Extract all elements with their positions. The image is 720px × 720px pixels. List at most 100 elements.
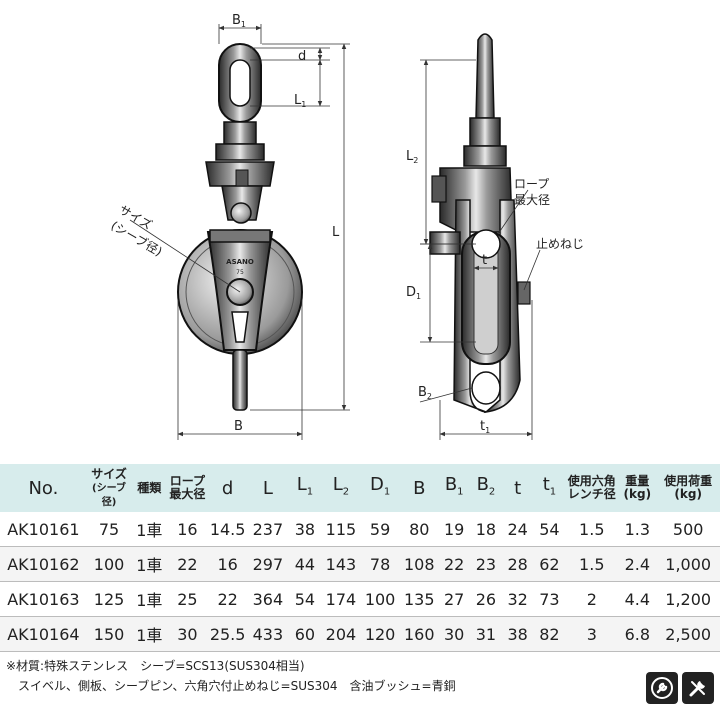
dim-b2: B2 (418, 385, 432, 401)
dim-b1: B1 (232, 13, 246, 29)
cell-weight: 6.8 (618, 616, 657, 652)
dim-d: d (298, 49, 306, 64)
side-dimensions (419, 59, 541, 440)
cell-d: 25.5 (207, 616, 248, 652)
cell-weight: 4.4 (618, 581, 657, 617)
side-view (429, 33, 531, 414)
dim-d1: D1 (406, 285, 421, 301)
cell-size: 75 (86, 512, 132, 547)
dim-t1: t1 (480, 419, 490, 435)
cell-size: 150 (86, 616, 132, 652)
cell-no: AK10164 (0, 616, 87, 652)
cell-l2: 204 (321, 616, 360, 652)
cell-t: 32 (501, 581, 534, 617)
cell-b1: 22 (438, 546, 471, 582)
cell-weight: 2.4 (618, 546, 657, 582)
cell-d1: 100 (359, 581, 401, 617)
cell-l2: 115 (321, 512, 360, 547)
cell-hex: 3 (565, 616, 619, 652)
cell-b: 160 (400, 616, 439, 652)
col-no: No. (0, 464, 87, 512)
cell-type: 1車 (131, 616, 168, 652)
cell-d: 16 (207, 546, 248, 582)
cell-load: 500 (656, 512, 720, 547)
cell-b1: 19 (438, 512, 471, 547)
cell-rope: 25 (167, 581, 208, 617)
front-dimensions (129, 24, 350, 440)
cell-b: 108 (400, 546, 439, 582)
col-t: t (501, 464, 534, 512)
cell-l: 364 (247, 581, 288, 617)
icon-group (646, 672, 714, 704)
cell-t: 24 (501, 512, 534, 547)
cell-hex: 2 (565, 581, 619, 617)
cell-rope: 16 (167, 512, 208, 547)
col-d: d (207, 464, 248, 512)
col-l2: L2 (321, 464, 360, 512)
table-header-row: No. サイズ(シーブ径) 種類 ロープ最大径 d L L1 L2 D1 B B… (0, 464, 720, 512)
cell-l: 297 (247, 546, 288, 582)
dim-l: L (332, 225, 340, 240)
cell-rope: 30 (167, 616, 208, 652)
cell-no: AK10161 (0, 512, 87, 547)
cell-l1: 44 (287, 546, 322, 582)
cell-b2: 18 (470, 512, 502, 547)
cell-d1: 59 (359, 512, 401, 547)
brand-mark: ASANO (226, 258, 254, 266)
col-hex: 使用六角レンチ径 (565, 464, 619, 512)
col-l: L (247, 464, 288, 512)
material-note-line2: スイベル、側板、シーブピン、六角穴付止めねじ=SUS304 含油ブッシュ=青銅 (18, 679, 456, 693)
dim-l1: L1 (294, 93, 306, 109)
cell-load: 1,200 (656, 581, 720, 617)
cell-t1: 62 (533, 546, 566, 582)
cell-b2: 23 (470, 546, 502, 582)
col-size: サイズ(シーブ径) (86, 464, 132, 512)
cell-load: 1,000 (656, 546, 720, 582)
dim-t: t (482, 253, 487, 268)
col-type: 種類 (131, 464, 168, 512)
cell-b1: 27 (438, 581, 471, 617)
col-d1: D1 (359, 464, 401, 512)
cell-t1: 54 (533, 512, 566, 547)
spec-table: No. サイズ(シーブ径) 種類 ロープ最大径 d L L1 L2 D1 B B… (0, 464, 720, 652)
cell-l1: 60 (287, 616, 322, 652)
col-t1: t1 (533, 464, 566, 512)
cell-type: 1車 (131, 546, 168, 582)
technical-drawing: ASANO 75 B1 d L1 L B サイズ (シーブ径) (109, 13, 584, 440)
cell-b: 80 (400, 512, 439, 547)
size-mark: 75 (236, 269, 244, 276)
col-rope: ロープ最大径 (167, 464, 208, 512)
cell-l: 433 (247, 616, 288, 652)
cell-b1: 30 (438, 616, 471, 652)
cell-type: 1車 (131, 581, 168, 617)
cell-l1: 54 (287, 581, 322, 617)
cell-no: AK10163 (0, 581, 87, 617)
cell-b2: 31 (470, 616, 502, 652)
cell-t1: 73 (533, 581, 566, 617)
col-b1: B1 (438, 464, 471, 512)
cell-b: 135 (400, 581, 439, 617)
cell-rope: 22 (167, 546, 208, 582)
rope-label-line1: ロープ (514, 177, 549, 191)
col-b2: B2 (470, 464, 502, 512)
cell-size: 125 (86, 581, 132, 617)
col-load: 使用荷重(kg) (656, 464, 720, 512)
cell-d1: 120 (359, 616, 401, 652)
cell-d: 22 (207, 581, 248, 617)
col-b: B (400, 464, 439, 512)
cell-load: 2,500 (656, 616, 720, 652)
cell-type: 1車 (131, 512, 168, 547)
dim-b: B (234, 419, 243, 434)
cell-b2: 26 (470, 581, 502, 617)
cell-l2: 174 (321, 581, 360, 617)
col-l1: L1 (287, 464, 322, 512)
cell-no: AK10162 (0, 546, 87, 582)
material-note-line1: ※材質:特殊ステンレス シーブ=SCS13(SUS304相当) (6, 659, 305, 673)
cell-l1: 38 (287, 512, 322, 547)
rope-label-line2: 最大径 (514, 193, 550, 207)
